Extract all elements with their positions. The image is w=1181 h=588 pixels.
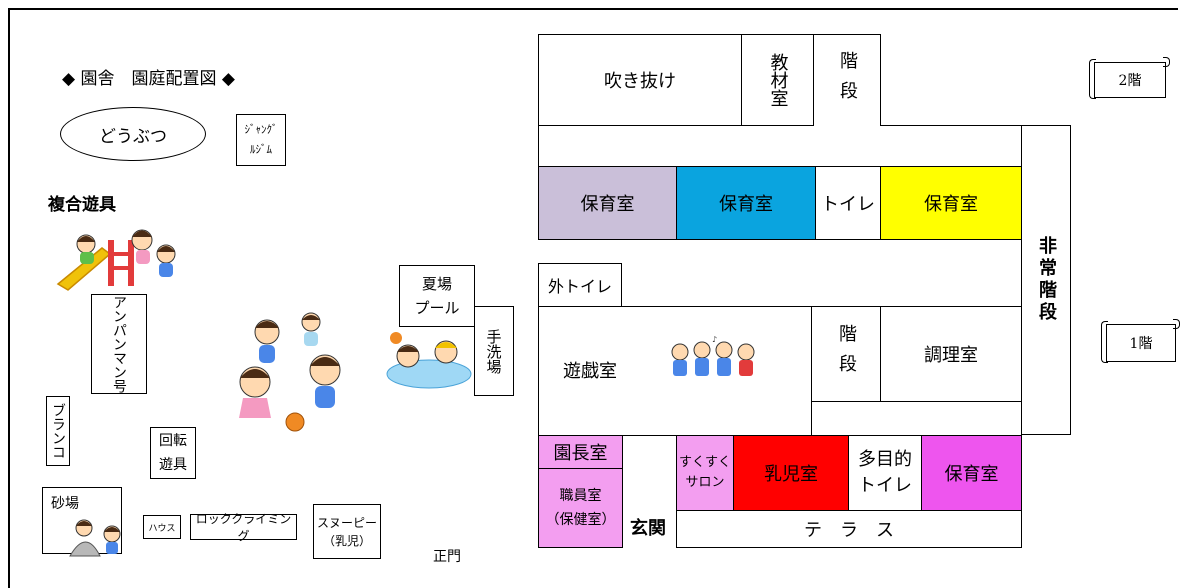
outside-toilet: 外トイレ: [538, 263, 622, 307]
multi-toilet-line2: トイレ: [858, 475, 912, 496]
sunaba-label: 砂場: [51, 496, 79, 512]
tearai-label: 手洗場: [484, 328, 503, 374]
floor-1-label: 1階: [1129, 336, 1153, 352]
multi-toilet: 多目的 トイレ: [848, 435, 922, 511]
rock-climbing: ロッククライミング: [190, 512, 297, 543]
house-label: ハウス: [148, 523, 176, 534]
cooking-room: 調理室: [880, 306, 1022, 402]
fukinuke-label: 吹き抜け: [604, 71, 676, 92]
tearaiba: 手洗場: [474, 306, 514, 396]
seimon-label: 正門: [433, 549, 461, 565]
kaiten-yugu: 回転 遊具: [150, 427, 196, 479]
salon-line1: すくすく: [678, 455, 731, 470]
buranko-label: ブランコ: [50, 403, 66, 459]
floor-1-sign: 1階: [1101, 319, 1180, 363]
toilet-2f: トイレ: [815, 166, 881, 240]
cooking-label: 調理室: [924, 345, 978, 366]
doubutsu-area: どうぶつ: [60, 107, 206, 161]
hoiku-2f-1-label: 保育室: [580, 194, 635, 215]
kaiten-line1: 回転: [159, 433, 187, 449]
stairs-2f: 階段: [813, 34, 881, 126]
floor-2-sign: 2階: [1089, 57, 1170, 99]
singing-children-icon: ♪: [671, 336, 755, 376]
stairs-1f: 階段: [811, 306, 881, 402]
kyozai-label: 教材室: [767, 53, 789, 107]
outside-toilet-label: 外トイレ: [547, 277, 612, 296]
svg-text:♪: ♪: [712, 336, 717, 344]
playing-children-icon: [239, 312, 341, 432]
genkan-label: 玄関: [630, 518, 666, 539]
terrace: テ ラ ス: [676, 510, 1022, 548]
summer-pool: 夏場 プール: [399, 265, 475, 327]
pool-line2: プール: [414, 299, 460, 317]
infant-label: 乳児室: [764, 464, 818, 485]
salon-room: すくすく サロン: [676, 435, 734, 511]
jungle-gym: ｼﾞｬﾝｸﾞ ﾙｼﾞﾑ: [236, 114, 286, 166]
director-label: 園長室: [553, 443, 608, 464]
house: ハウス: [143, 515, 181, 539]
toilet-2f-label: トイレ: [821, 194, 875, 215]
staff-room: 職員室 （保健室）: [538, 468, 623, 548]
pool-children-icon: [386, 332, 472, 389]
salon-line2: サロン: [685, 475, 725, 490]
rock-climbing-label: ロッククライミング: [195, 512, 292, 543]
yugi-label: 遊戯室: [563, 361, 617, 382]
hoiku-1f: 保育室: [921, 435, 1022, 511]
stairs-2f-label: 階段: [837, 50, 858, 111]
corridor-2f-top: [880, 125, 1022, 126]
infant-room: 乳児室: [733, 435, 849, 511]
emergency-stairs: 非常階段: [1021, 125, 1071, 435]
staff-line1: 職員室: [559, 488, 602, 504]
director-room: 園長室: [538, 435, 623, 469]
snoopy-line1: スヌーピー: [316, 515, 377, 530]
hoiku-1f-label: 保育室: [944, 464, 999, 485]
anpanman-go: アンパンマン号: [91, 294, 147, 394]
snoopy-line2: （乳児）: [322, 533, 371, 548]
doubutsu-label: どうぶつ: [99, 126, 167, 147]
map-frame: [8, 8, 1178, 588]
pool-line1: 夏場: [421, 275, 452, 293]
buranko: ブランコ: [46, 396, 70, 466]
hoiku-2f-3: 保育室: [880, 166, 1022, 240]
jungle-gym-line2: ﾙｼﾞﾑ: [250, 143, 272, 156]
hoiku-2f-2-label: 保育室: [719, 194, 773, 215]
corridor-2f: [538, 125, 1022, 167]
emergency-stairs-label: 非常階段: [1036, 236, 1057, 324]
jungle-gym-line1: ｼﾞｬﾝｸﾞ: [244, 123, 278, 136]
slide-children-icon: [56, 229, 176, 291]
snoopy: スヌーピー （乳児）: [313, 504, 381, 559]
fukinuke: 吹き抜け: [538, 34, 742, 126]
corridor-1f-line: [880, 401, 1022, 402]
hoiku-2f-2: 保育室: [676, 166, 816, 240]
sandbox-children-icon: [69, 519, 121, 557]
staff-line2: （保健室）: [545, 512, 616, 528]
floor-2-label: 2階: [1118, 73, 1142, 89]
fukugo-label: 複合遊具: [48, 195, 116, 215]
stairs-1f-label: 階段: [836, 324, 857, 384]
hoiku-2f-1: 保育室: [538, 166, 677, 240]
hoiku-2f-3-label: 保育室: [924, 194, 978, 215]
map-title: ◆ 園舎 園庭配置図 ◆: [62, 69, 235, 89]
terrace-label: テ ラ ス: [804, 520, 894, 541]
kyozai-room: 教材室: [741, 34, 814, 126]
anpanman-label: アンパンマン号: [111, 295, 127, 393]
multi-toilet-line1: 多目的: [858, 449, 912, 470]
kaiten-line2: 遊具: [159, 457, 187, 473]
